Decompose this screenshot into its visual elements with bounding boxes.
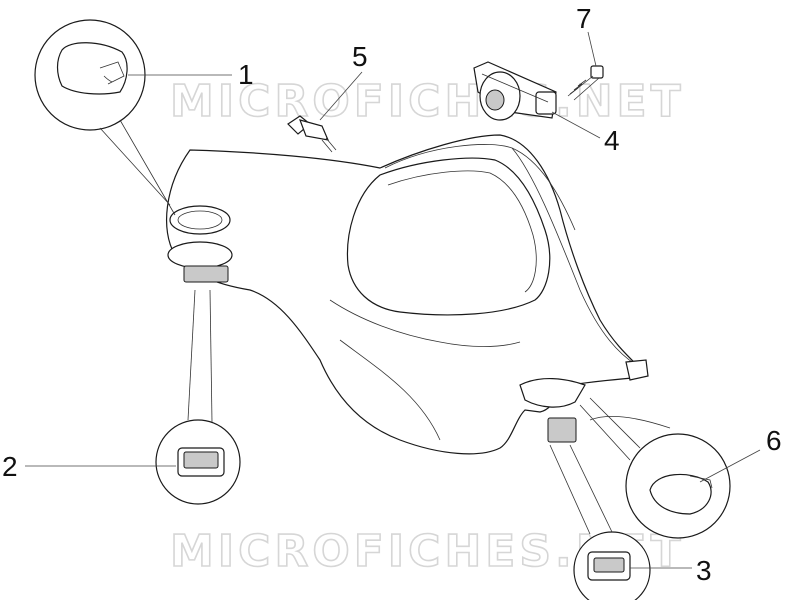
callout-3: 3 [696,555,712,586]
sensor-part-5 [287,115,337,153]
leader-lines [25,31,761,569]
callout-6: 6 [766,425,782,456]
detail-circle-part-2 [155,289,241,505]
bracket-part-4 [473,61,557,121]
detail-circle-part-1 [34,19,176,216]
callout-7: 7 [576,3,592,34]
screw-part-7 [567,65,604,101]
detail-circle-part-6 [579,397,731,539]
callout-5: 5 [352,41,368,72]
detail-circle-part-3 [549,444,651,600]
callout-2: 2 [2,451,18,482]
callout-1: 1 [238,59,254,90]
steering-cover-body [165,134,671,455]
watermark-top: MICROFICHES.NET [170,76,685,127]
callout-labels: 1 2 3 4 5 6 7 [2,3,782,586]
callout-4: 4 [604,125,620,156]
